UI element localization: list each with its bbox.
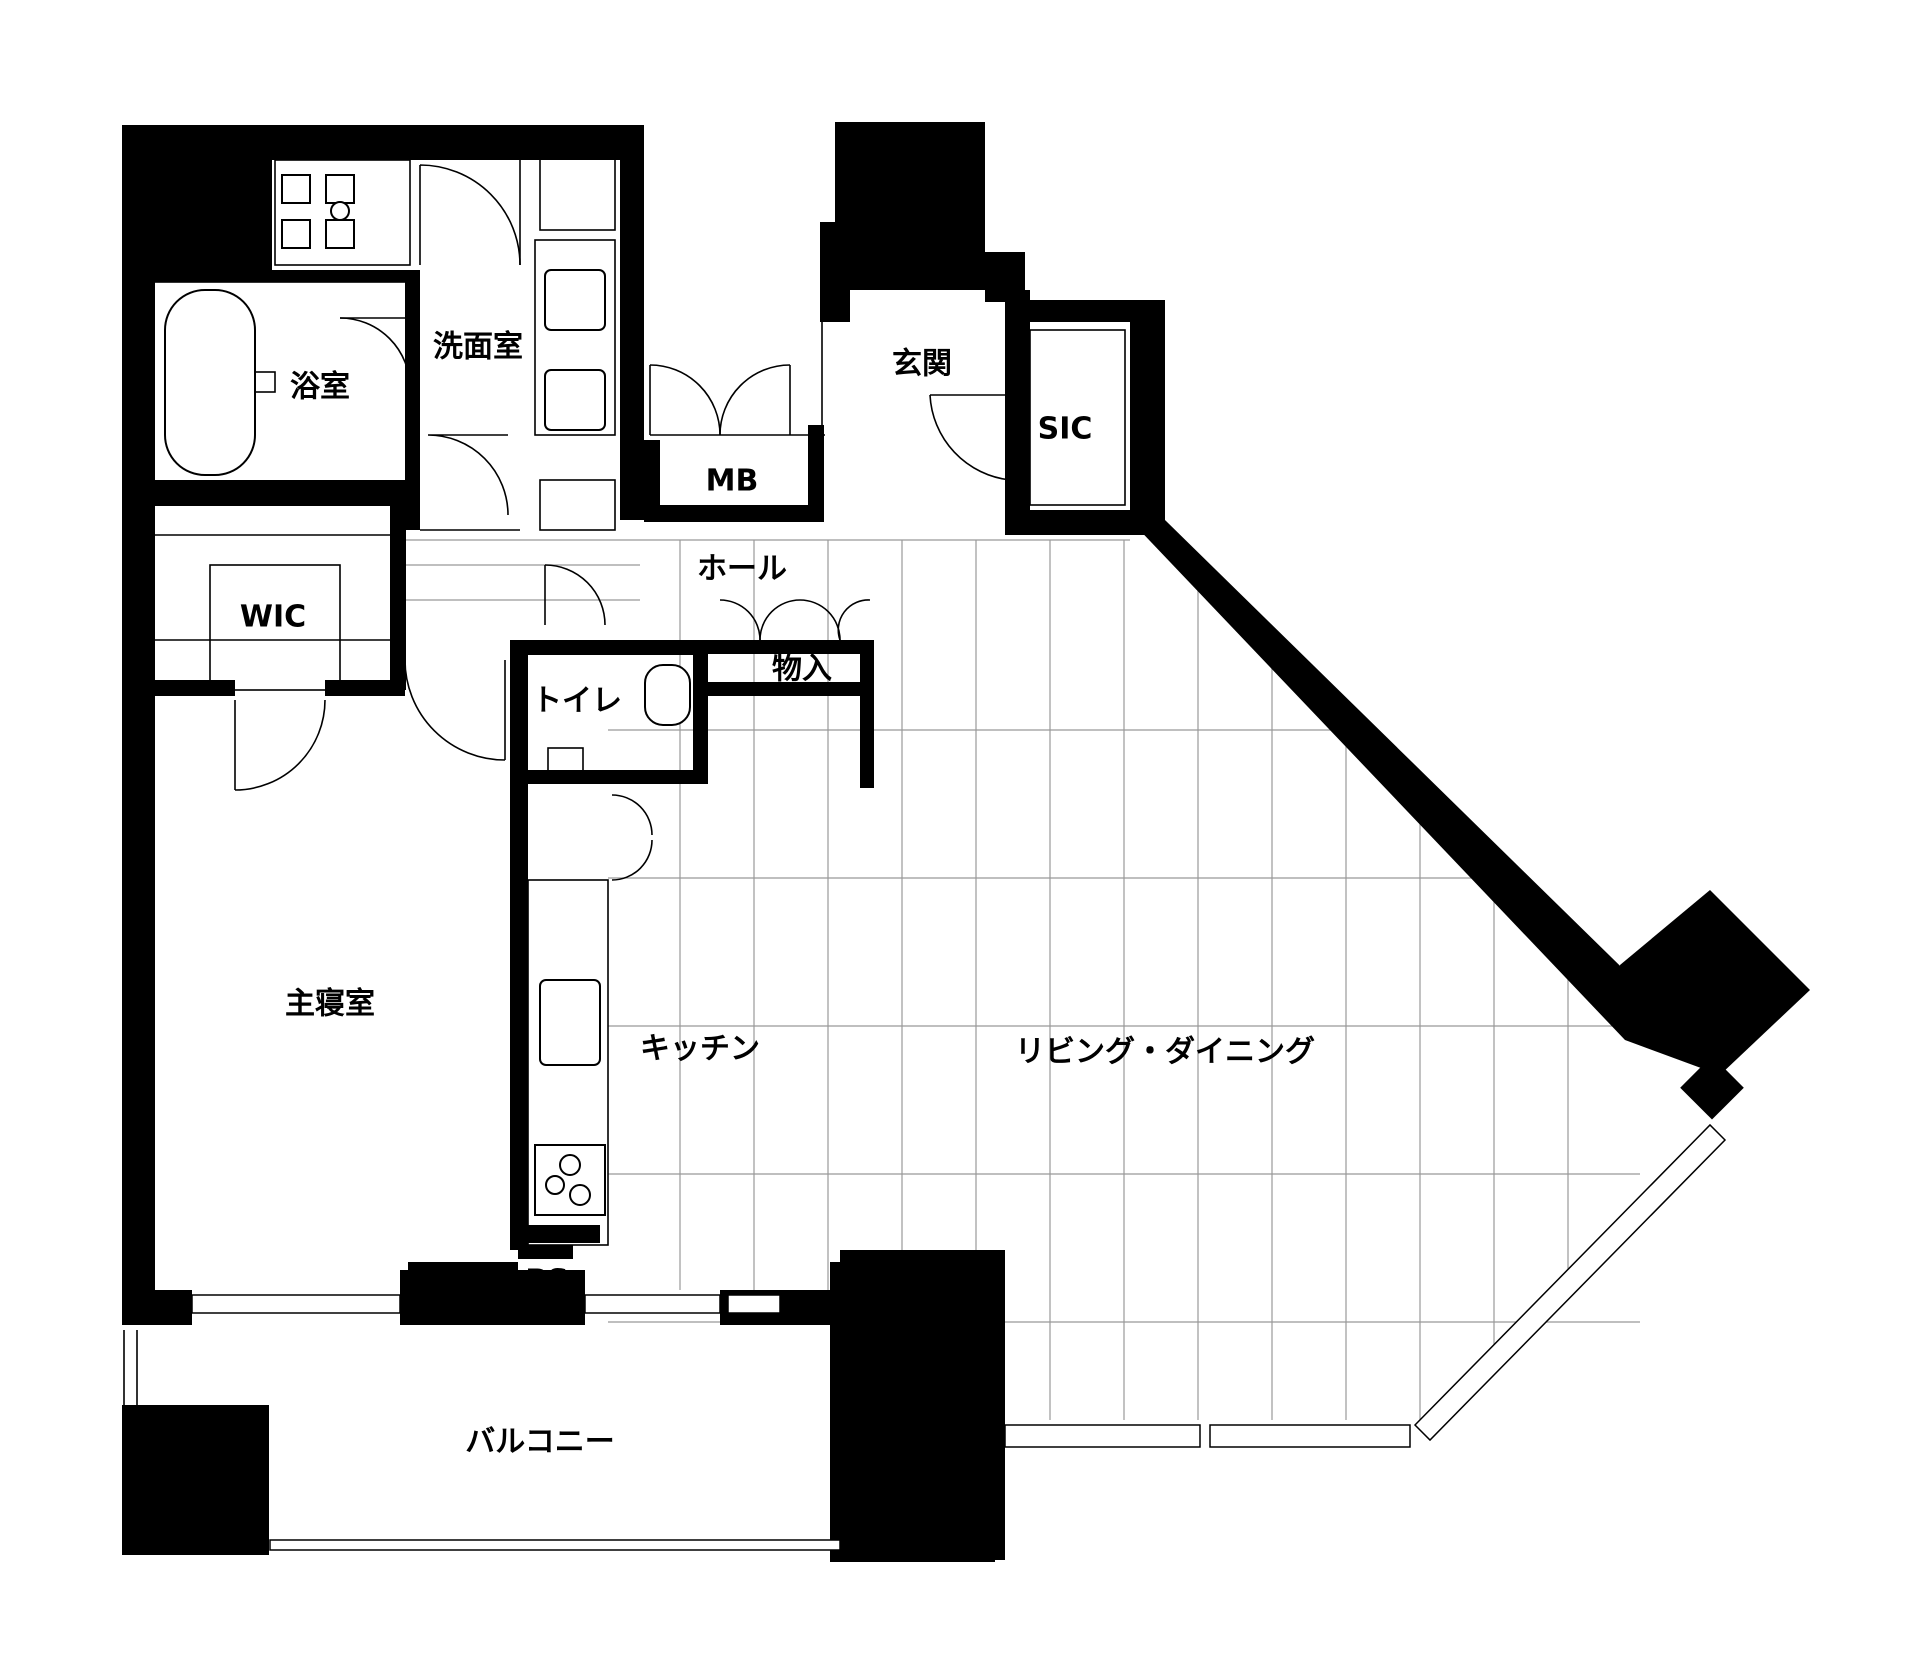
window bbox=[1413, 1123, 1727, 1442]
bathtub-icon bbox=[164, 289, 256, 476]
balcony-rail bbox=[269, 1539, 841, 1551]
room-label-mb: MB bbox=[706, 464, 759, 499]
toilet-icon bbox=[644, 664, 691, 726]
washer-icon bbox=[281, 174, 311, 204]
room-label-kitchen: キッチン bbox=[640, 1032, 760, 1067]
kitchen-sink-icon bbox=[539, 979, 601, 1066]
room-label-master-bedroom: 主寝室 bbox=[285, 987, 375, 1022]
window bbox=[727, 1294, 781, 1314]
window bbox=[1004, 1424, 1201, 1448]
room-label-sic: SIC bbox=[1038, 412, 1093, 447]
window bbox=[1209, 1424, 1411, 1448]
room-label-bath: 浴室 bbox=[290, 370, 350, 405]
sink-icon bbox=[544, 369, 606, 431]
room-label-living-dining: リビング・ダイニング bbox=[1015, 1035, 1315, 1070]
room-label-wic: WIC bbox=[240, 600, 306, 635]
room-labels: 浴室 洗面室 玄関 SIC MB ホール WIC 物入 トイレ 主寝室 キッチン… bbox=[240, 330, 1315, 1460]
room-label-ps: PS bbox=[525, 1264, 569, 1299]
window bbox=[191, 1294, 401, 1314]
interior-details bbox=[123, 149, 1727, 1551]
window bbox=[584, 1294, 721, 1314]
room-label-ps: PS bbox=[446, 1282, 490, 1317]
room-label-entrance: 玄関 bbox=[892, 347, 952, 382]
room-label-hall: ホール bbox=[697, 552, 787, 587]
room-label-washroom: 洗面室 bbox=[433, 330, 523, 365]
room-label-balcony: バルコニー bbox=[465, 1425, 614, 1460]
room-label-toilet: トイレ bbox=[532, 684, 622, 719]
sink-icon bbox=[544, 269, 606, 331]
room-label-storage: 物入 bbox=[772, 652, 832, 687]
walls bbox=[122, 122, 1810, 1562]
floor-grid bbox=[400, 539, 1640, 1420]
